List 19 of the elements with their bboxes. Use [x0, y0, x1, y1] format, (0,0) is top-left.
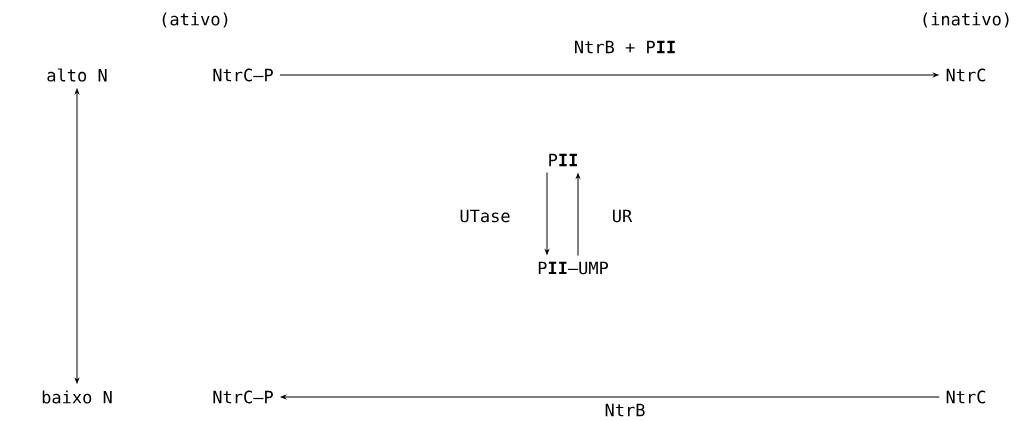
state-label: (ativo) [162, 12, 228, 28]
edge-label: UR [610, 208, 634, 224]
label-text: alto N [47, 68, 107, 82]
label-text: PII–UMP [538, 261, 609, 275]
arrow [75, 88, 79, 384]
arrow [279, 73, 939, 77]
arrow [545, 171, 549, 255]
label-text: NtrC [946, 68, 986, 82]
edge-label: NtrB [603, 402, 647, 418]
state-label: (inativo) [923, 12, 1009, 28]
label-text: PII [549, 153, 577, 167]
arrow [280, 395, 940, 399]
arrow [576, 173, 580, 256]
edge-label: NtrB + PII [572, 39, 678, 55]
edge-label: UTase [458, 208, 512, 224]
label-text: NtrC [946, 390, 986, 404]
label-text: NtrC–P [213, 68, 273, 82]
label-text: NtrC–P [213, 390, 273, 404]
label-text: baixo N [42, 390, 112, 404]
